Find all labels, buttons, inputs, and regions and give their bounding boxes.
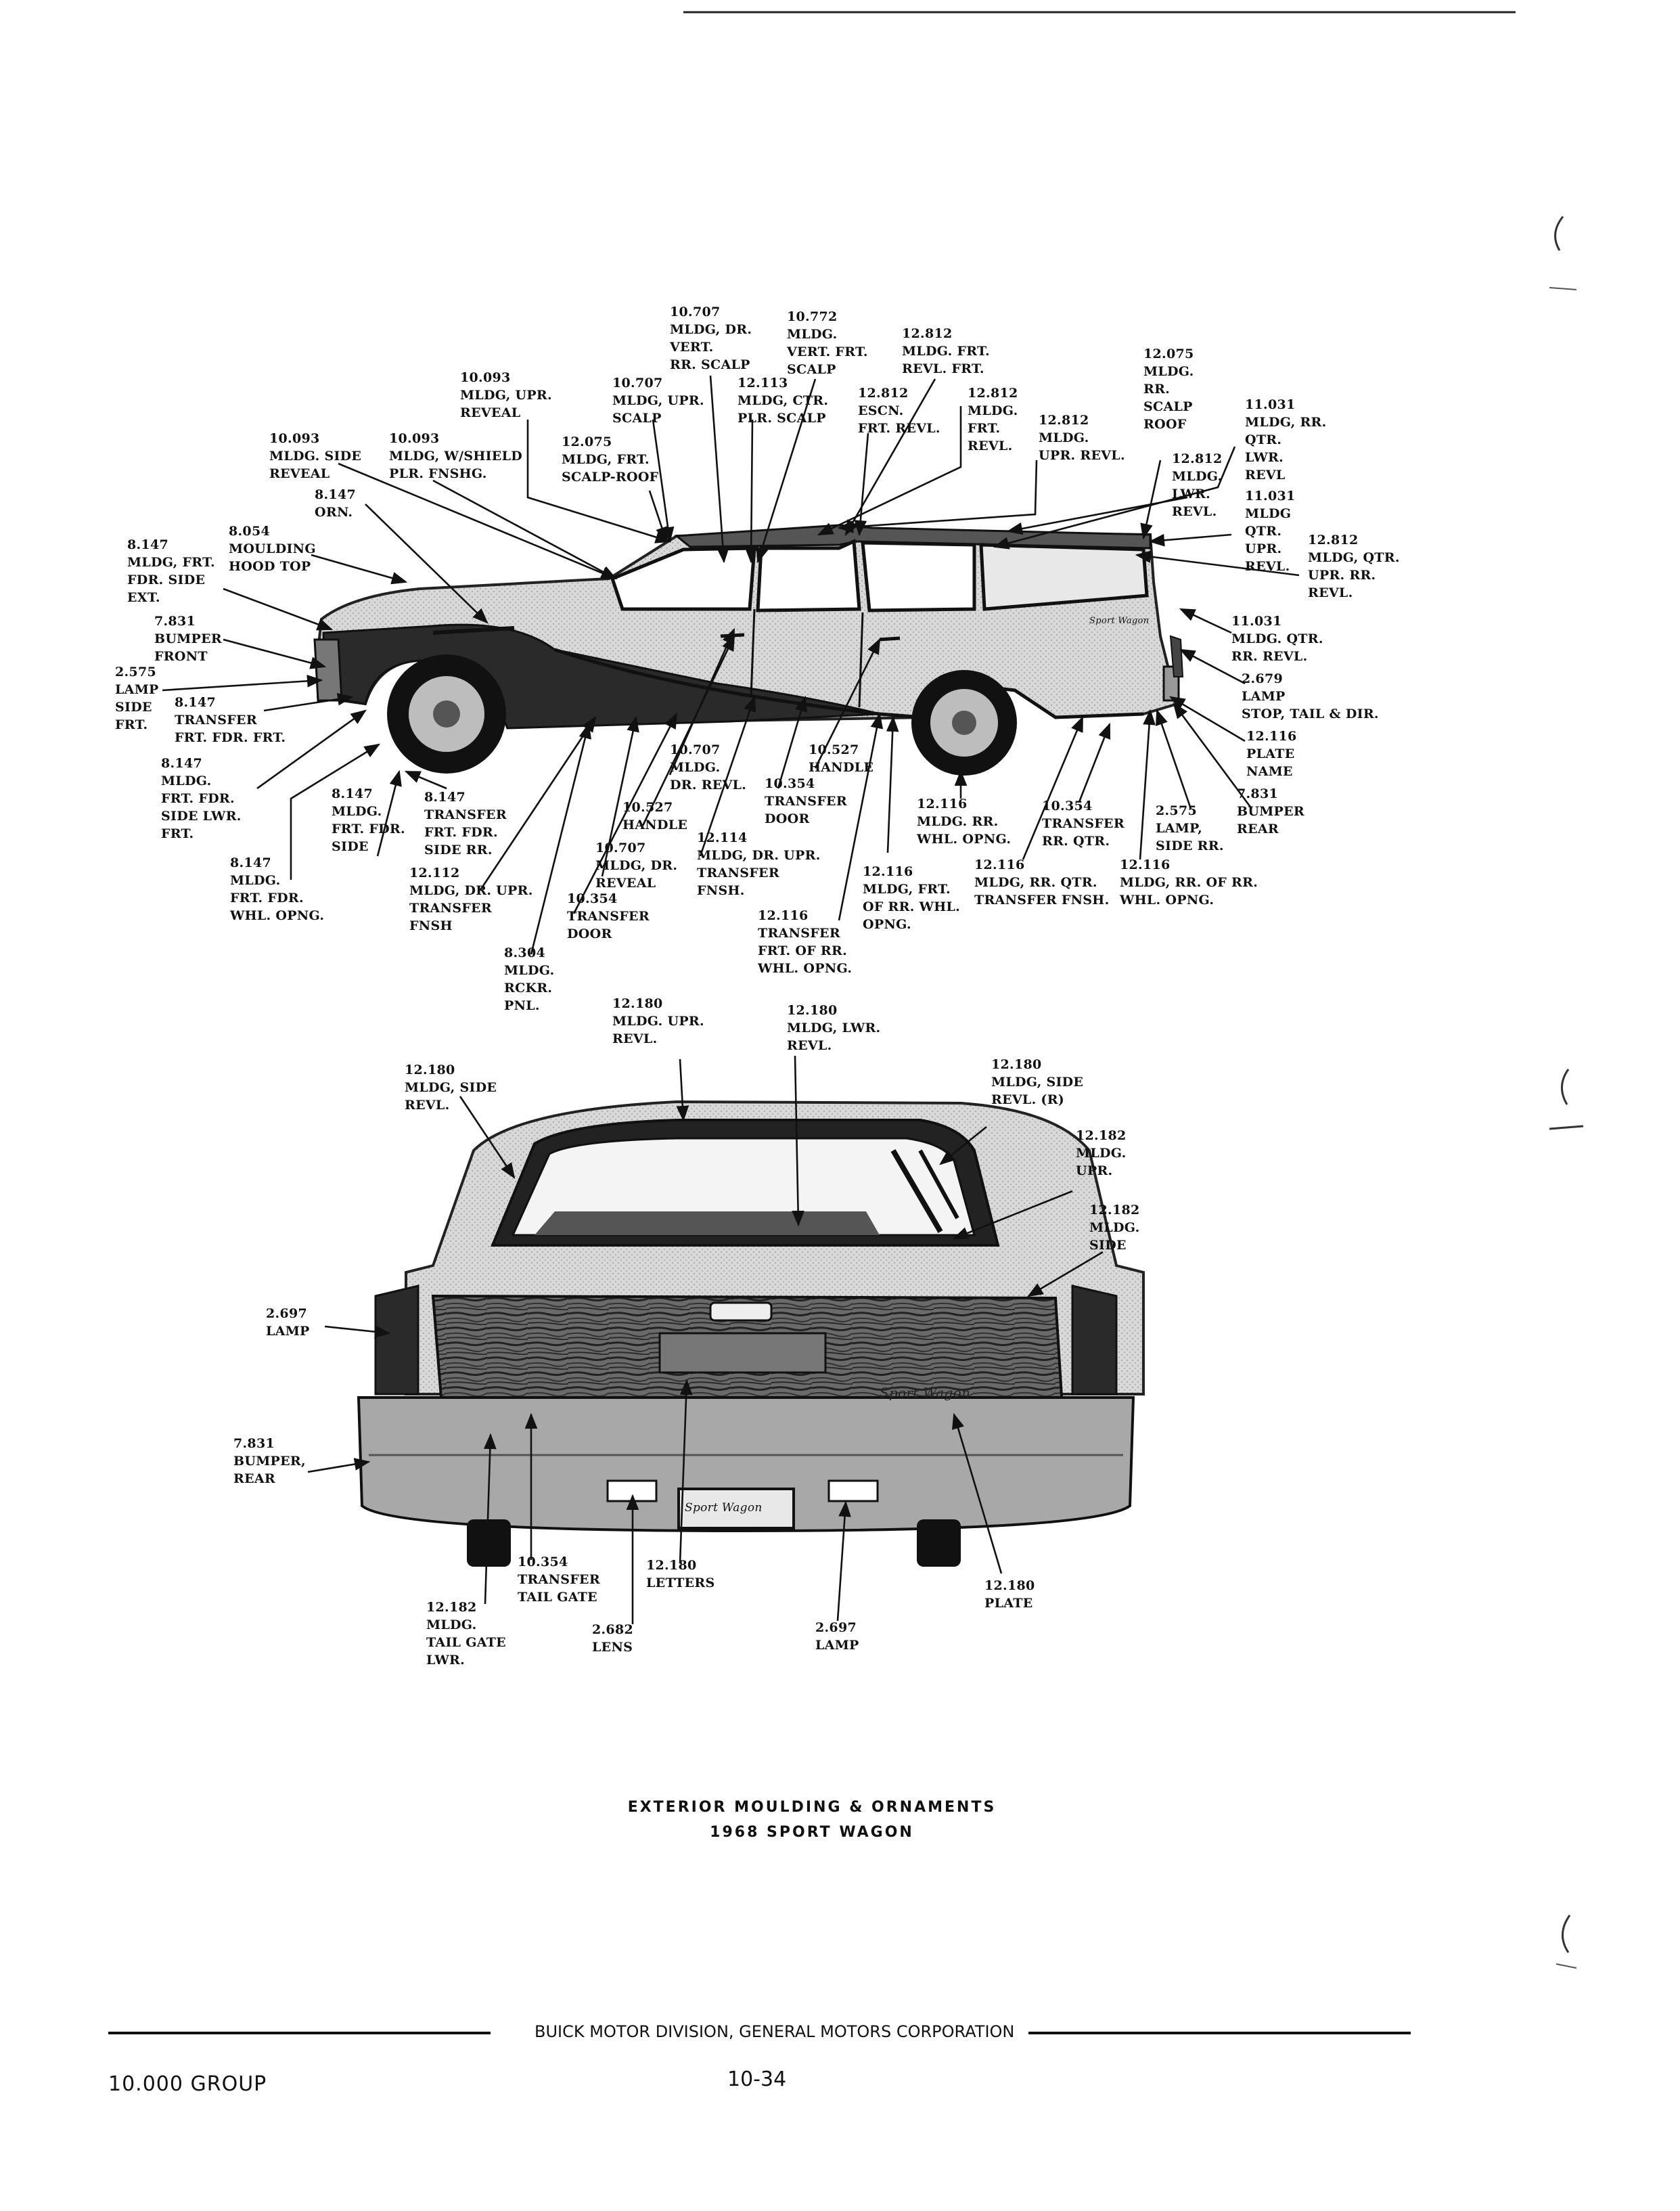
callout: 12.180 MLDG, LWR. REVL. [787,1003,881,1053]
callout: 8.147 ORN. [315,487,356,520]
callout: 12.116 PLATE NAME [1246,729,1297,779]
callout: 8.147 MLDG. FRT. FDR. WHL. OPNG. [230,855,325,923]
callout: 12.812 MLDG. FRT. REVL. [968,386,1018,453]
callout: 10.093 MLDG. SIDE REVEAL [269,431,362,481]
callout: 12.180 PLATE [984,1578,1035,1611]
footer-rule-right [1028,2032,1411,2034]
callout: 12.812 MLDG. LWR. REVL. [1172,451,1223,519]
margin-mark [1561,1069,1570,1105]
callout: 12.182 MLDG. UPR. [1076,1128,1127,1178]
callout: 8.147 MLDG. FRT. FDR. SIDE [332,786,405,854]
side-leader-lines [162,375,1300,955]
callout: 12.812 MLDG. FRT. REVL. FRT. [902,326,990,376]
callout: 11.031 MLDG QTR. UPR. REVL. [1245,489,1296,574]
footer-division: BUICK MOTOR DIVISION, GENERAL MOTORS COR… [535,2022,1015,2041]
footer-group: 10.000 GROUP [108,2072,267,2096]
callout: 8.147 TRANSFER FRT. FDR. FRT. [175,695,286,745]
callout: 2.575 LAMP SIDE FRT. [115,665,159,732]
tailgate-script-badge: Sport Wagon [880,1385,971,1401]
callout: 2.697 LAMP [815,1620,859,1653]
callout: 12.075 MLDG. RR. SCALP ROOF [1143,347,1194,432]
callout: 12.812 MLDG. UPR. REVL. [1039,413,1125,463]
callout: 11.031 MLDG, RR. QTR. LWR. REVL [1245,397,1327,483]
callout: 12.116 MLDG. RR. WHL. OPNG. [917,797,1012,847]
callout: 12.180 LETTERS [646,1558,715,1590]
margin-mark [1554,216,1564,251]
callout: 2.575 LAMP, SIDE RR. [1156,803,1224,853]
callout: 7.831 BUMPER FRONT [154,614,223,664]
callout: 12.182 MLDG. SIDE [1089,1203,1140,1253]
callout: 10.354 TRANSFER DOOR [765,776,847,826]
footer-page-number: 10-34 [727,2068,787,2091]
margin-mark [1562,1915,1571,1953]
callout: 12.113 MLDG, CTR. PLR. SCALP [737,376,829,426]
callout: 12.116 TRANSFER FRT. OF RR. WHL. OPNG. [758,908,853,976]
callout: 12.116 MLDG, FRT. OF RR. WHL. OPNG. [863,864,961,932]
callout: 10.772 MLDG. VERT. FRT. SCALP [787,309,868,377]
callout: 10.354 TRANSFER TAIL GATE [518,1555,600,1605]
callout: 2.679 LAMP STOP, TAIL & DIR. [1242,671,1379,721]
side-script-badge: Sport Wagon [1089,616,1150,626]
rear-view-car [357,1100,1145,1567]
callout: 12.116 MLDG, RR. OF RR. WHL. OPNG. [1120,857,1258,908]
figure-caption-title: EXTERIOR MOULDING & ORNAMENTS [627,1799,997,1816]
callout: 12.182 MLDG. TAIL GATE LWR. [426,1600,506,1668]
callout: 12.812 ESCN. FRT. REVL. [858,386,940,436]
callout: 12.180 MLDG. UPR. REVL. [612,996,704,1046]
callout: 7.831 BUMPER, REAR [233,1436,306,1486]
callout: 7.831 BUMPER REAR [1237,786,1305,836]
callout: 10.527 HANDLE [809,742,874,775]
callout: 12.180 MLDG, SIDE REVL. [405,1063,497,1113]
callout: 11.031 MLDG. QTR. RR. REVL. [1231,614,1323,664]
callout: 8.147 MLDG, FRT. FDR. SIDE EXT. [127,537,215,605]
callout: 8.147 TRANSFER FRT. FDR. SIDE RR. [424,790,507,857]
callout: 10.707 MLDG. DR. REVL. [670,742,747,792]
callout: 10.354 TRANSFER DOOR [567,891,650,941]
figure-caption-subtitle: 1968 SPORT WAGON [710,1824,914,1841]
callout: 10.093 MLDG, UPR. REVEAL [460,370,552,420]
callout: 12.812 MLDG, QTR. UPR. RR. REVL. [1308,533,1400,600]
callout: 10.707 MLDG, UPR. SCALP [612,376,704,426]
callout: 2.682 LENS [592,1622,633,1655]
callout: 12.114 MLDG, DR. UPR. TRANSFER FNSH. [697,830,821,898]
callout: 8.147 MLDG. FRT. FDR. SIDE LWR. FRT. [161,756,242,841]
side-view-car [313,524,1184,776]
callout: 10.527 HANDLE [622,800,688,832]
callout: 8.054 MOULDING HOOD TOP [229,524,316,574]
license-plate-script: Sport Wagon [685,1501,763,1515]
callout: 10.093 MLDG, W/SHIELD PLR. FNSHG. [389,431,523,481]
rear-leader-lines [307,1055,1104,1624]
callout: 2.697 LAMP [266,1306,310,1339]
callout: 10.707 MLDG, DR. REVEAL [595,841,678,891]
callout: 12.075 MLDG, FRT. SCALP-ROOF [562,434,659,485]
callout: 8.304 MLDG. RCKR. PNL. [504,945,555,1013]
callout: 10.354 TRANSFER RR. QTR. [1042,799,1125,849]
callout: 12.116 MLDG, RR. QTR. TRANSFER FNSH. [974,857,1110,908]
callout: 10.707 MLDG, DR. VERT. RR. SCALP [670,305,752,372]
callout: 12.112 MLDG, DR. UPR. TRANSFER FNSH [409,866,533,933]
footer-rule-left [108,2032,491,2034]
callout: 12.180 MLDG, SIDE REVL. (R) [991,1057,1084,1107]
